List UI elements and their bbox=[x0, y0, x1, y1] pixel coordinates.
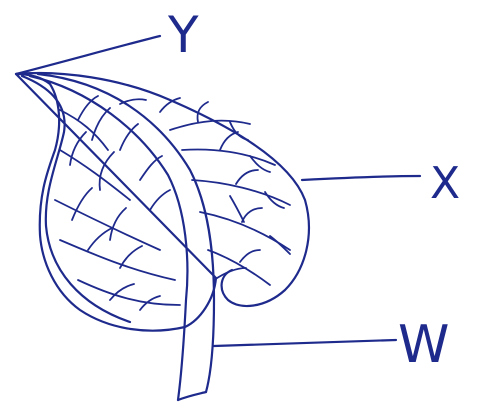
left-veins bbox=[55, 96, 180, 310]
leader-line-w bbox=[214, 340, 396, 346]
label-x: X bbox=[430, 158, 460, 209]
leaf-blade-inner-edge bbox=[22, 76, 130, 322]
midrib-left-stroke bbox=[30, 76, 187, 400]
label-w: W bbox=[398, 315, 449, 375]
label-y: Y bbox=[167, 6, 199, 64]
stalk-tip bbox=[178, 392, 206, 400]
leader-line-x bbox=[302, 176, 420, 180]
right-veins bbox=[120, 98, 290, 285]
leader-line-y bbox=[16, 36, 160, 74]
